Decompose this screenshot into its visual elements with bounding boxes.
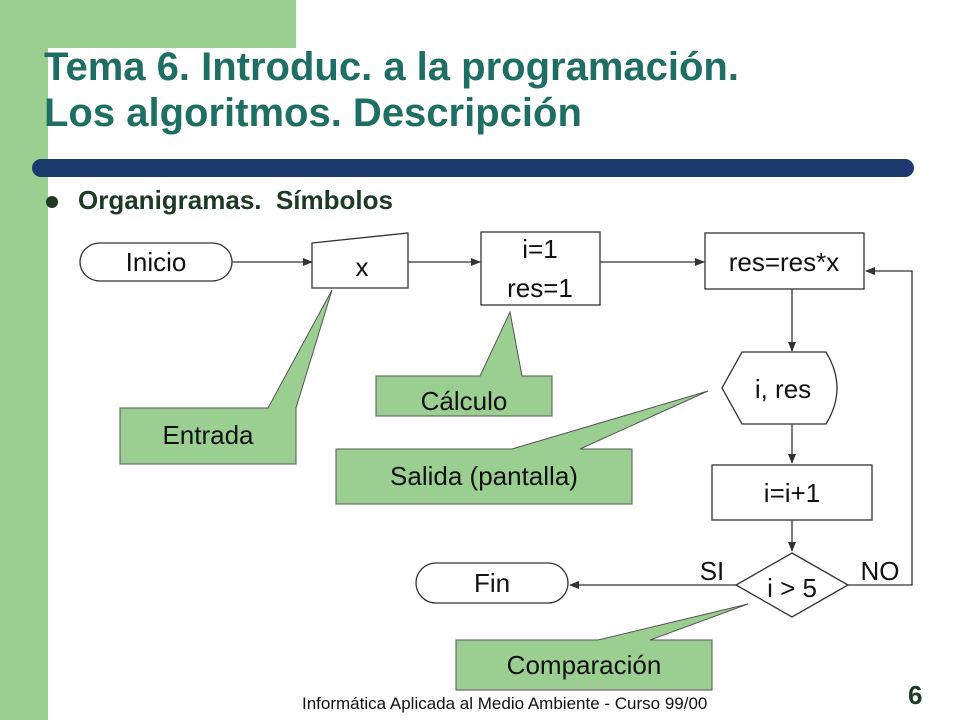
input-label: x — [356, 252, 369, 282]
inicio-label: Inicio — [126, 247, 187, 277]
title-divider — [32, 159, 914, 177]
calc-label: res=res*x — [729, 247, 840, 277]
callout-entrada: Entrada — [119, 289, 333, 465]
compare-decision: i > 5 — [734, 552, 850, 618]
bullet-icon — [46, 196, 58, 208]
slide-title: Tema 6. Introduc. a la programación. Los… — [44, 44, 924, 136]
callout-calculo-label: Cálculo — [421, 386, 508, 416]
callout-comparacion: Comparación — [455, 603, 749, 691]
init-line-1: i=1 — [522, 234, 557, 264]
init-process-box: i=1 res=1 — [480, 231, 601, 306]
footer-text: Informática Aplicada al Medio Ambiente -… — [302, 694, 708, 713]
input-box: x — [311, 232, 409, 289]
bullet-text: Organigramas. Símbolos — [78, 185, 393, 215]
flow-connectors — [232, 258, 913, 589]
callout-salida-label: Salida (pantalla) — [390, 461, 578, 491]
increment-label: i=i+1 — [764, 478, 820, 508]
inicio-terminal: Inicio — [79, 242, 233, 282]
output-label: i, res — [755, 374, 811, 404]
fin-label: Fin — [474, 568, 510, 598]
top-accent-bar — [0, 0, 296, 48]
increment-process-box: i=i+1 — [711, 464, 873, 521]
init-line-2: res=1 — [507, 273, 573, 303]
callout-salida: Salida (pantalla) — [335, 390, 709, 505]
arrow-loop-back — [848, 267, 913, 586]
callout-entrada-label: Entrada — [162, 420, 254, 450]
left-accent-bar — [0, 0, 48, 720]
title-line-1: Tema 6. Introduc. a la programación. — [44, 45, 739, 89]
callout-calculo: Cálculo — [375, 310, 553, 417]
title-line-2: Los algoritmos. Descripción — [44, 91, 582, 135]
callout-comparacion-label: Comparación — [507, 650, 662, 680]
calc-process-box: res=res*x — [704, 232, 865, 290]
page-number: 6 — [908, 680, 923, 710]
no-branch-label: NO — [861, 556, 900, 586]
compare-label: i > 5 — [767, 573, 817, 603]
output-display: i, res — [721, 351, 838, 425]
fin-terminal: Fin — [415, 562, 569, 604]
yes-branch-label: SI — [700, 556, 725, 586]
